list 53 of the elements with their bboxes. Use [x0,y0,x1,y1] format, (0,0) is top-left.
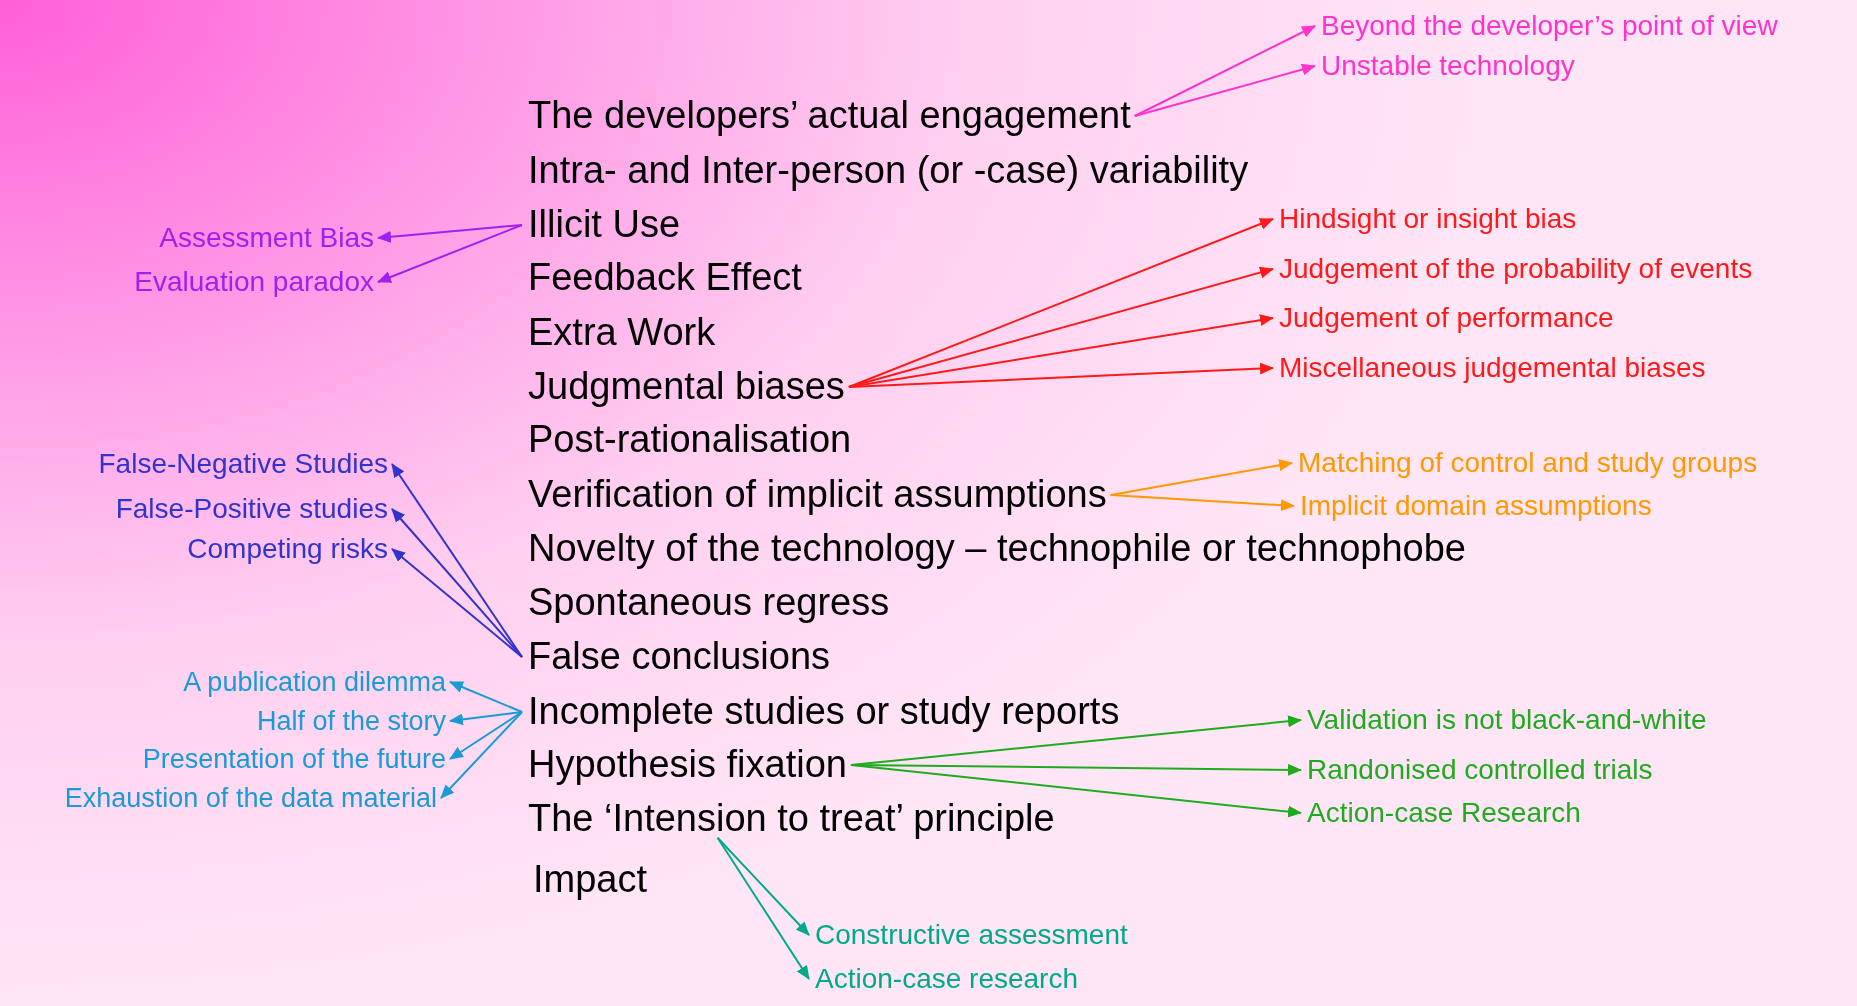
arrow [716,836,810,936]
subtopic-label: Unstable technology [1321,49,1575,83]
subtopic-label: Action-case research [815,962,1078,996]
subtopic-label: Validation is not black-and-white [1307,703,1707,737]
subtopic-label: Randonised controlled trials [1307,753,1653,787]
topic-label: Verification of implicit assumptions [528,472,1107,518]
topic-label: The ‘Intension to treat’ principle [528,796,1055,842]
arrow [440,711,523,799]
subtopic-label: False-Positive studies [115,492,388,526]
arrow [391,548,523,658]
topic-label: False conclusions [528,634,831,680]
arrow [1109,494,1295,512]
subtopic-label: Exhaustion of the data material [64,781,437,815]
arrow [849,764,1302,818]
subtopic-label: Evaluation paradox [134,265,374,299]
arrow [391,508,523,658]
topic-label: The developers’ actual engagement [528,93,1131,139]
subtopic-label: Hindsight or insight bias [1279,202,1577,236]
topic-label: Feedback Effect [528,255,802,301]
arrow [449,711,523,760]
subtopic-label: Implicit domain assumptions [1300,489,1652,523]
arrow [449,681,523,713]
topic-label: Spontaneous regress [528,580,890,626]
subtopic-label: Miscellaneous judgemental biases [1279,351,1706,385]
arrow [716,836,810,980]
arrow [847,266,1274,388]
subtopic-label: Assessment Bias [159,221,374,255]
arrow [377,224,523,243]
topic-label: Intra- and Inter-person (or -case) variability [528,148,1249,194]
topic-label: Extra Work [528,310,716,356]
topic-label: Impact [533,857,648,903]
subtopic-label: Presentation of the future [142,742,446,776]
subtopic-label: Beyond the developer’s point of view [1321,9,1778,43]
topic-label: Post-rationalisation [528,417,852,463]
arrow [391,463,523,658]
topic-label: Incomplete studies or study reports [528,689,1120,735]
arrow [847,362,1274,388]
subtopic-label: Judgement of performance [1279,301,1614,335]
subtopic-label: Constructive assessment [815,918,1128,952]
subtopic-label: Action-case Research [1307,796,1581,830]
subtopic-label: Matching of control and study groups [1298,446,1758,480]
subtopic-label: False-Negative Studies [98,447,388,481]
arrow [377,224,523,283]
topic-label: Hypothesis fixation [528,742,847,788]
arrow [449,711,523,726]
topic-label: Judgmental biases [528,364,845,410]
subtopic-label: Competing risks [187,532,388,566]
topic-label: Illicit Use [528,202,681,248]
subtopic-label: Judgement of the probability of events [1279,252,1753,286]
subtopic-label: A publication dilemma [183,665,446,699]
arrow [1133,63,1316,117]
subtopic-label: Half of the story [256,704,446,738]
topic-label: Novelty of the technology – technophile or technophobe [528,526,1466,572]
